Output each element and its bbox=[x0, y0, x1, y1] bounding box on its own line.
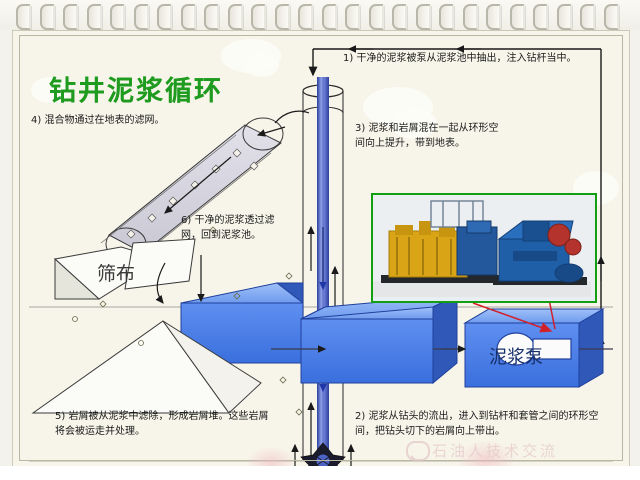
binding-ring bbox=[368, 4, 384, 30]
binding-ring bbox=[392, 4, 407, 30]
mud-tank-center bbox=[300, 294, 458, 385]
binding-ring bbox=[345, 4, 360, 30]
binding-ring bbox=[180, 4, 196, 30]
binding-ring bbox=[415, 4, 431, 30]
binding-ring bbox=[227, 4, 243, 30]
binding-ring bbox=[86, 4, 102, 30]
binding-ring bbox=[556, 4, 572, 30]
binding-ring bbox=[39, 4, 55, 30]
binding-ring bbox=[533, 4, 548, 30]
callout-step-6: 6) 干净的泥浆透过滤网，回到泥浆池。 bbox=[181, 215, 275, 241]
callout-step-3: 3) 泥浆和岩屑混在一起从环形空间向上提升，带到地表。 bbox=[355, 123, 499, 149]
screen-cloth-shape bbox=[53, 238, 196, 300]
binding-ring bbox=[133, 4, 149, 30]
binding-ring bbox=[580, 4, 595, 30]
callout-step-2: 2) 泥浆从钻头的流出，进入到钻杆和套管之间的环形空间，把钻头切下的岩屑向上带出… bbox=[355, 411, 599, 437]
cuttings-pile bbox=[31, 320, 262, 414]
mud-tank-left bbox=[180, 282, 304, 364]
binding-ring bbox=[251, 4, 266, 30]
binding-ring bbox=[274, 4, 290, 30]
callout-step-1: 1) 干净的泥浆被泵从泥浆池中抽出，注入钻杆当中。 bbox=[343, 53, 577, 64]
binding-ring bbox=[110, 4, 125, 30]
callout-step-5: 5) 岩屑被从泥浆中滤除，形成岩屑堆。这些岩屑将会被运走并处理。 bbox=[55, 411, 269, 437]
binding-ring bbox=[298, 4, 313, 30]
spiral-notebook-binding bbox=[0, 0, 640, 30]
label-mud-pump: 泥浆泵 bbox=[489, 347, 543, 368]
callout-step-4: 4) 混合物通过在地表的滤网。 bbox=[31, 115, 165, 126]
page-title: 钻井泥浆循环 bbox=[49, 69, 223, 108]
binding-ring bbox=[157, 4, 172, 30]
binding-ring bbox=[486, 4, 501, 30]
paper-blotch bbox=[391, 109, 437, 139]
binding-ring bbox=[509, 4, 525, 30]
binding-ring bbox=[204, 4, 219, 30]
watermark-text: 石油人技术交流 bbox=[432, 442, 559, 460]
paper-blotch bbox=[31, 77, 71, 103]
slide-canvas: 钻井泥浆循环 4) 混合物通过在地表的滤网。 1) 干净的泥浆被泵从泥浆池中抽出… bbox=[12, 30, 630, 468]
binding-ring bbox=[321, 4, 337, 30]
paper-blotch bbox=[245, 53, 279, 77]
binding-ring bbox=[439, 4, 454, 30]
wechat-icon bbox=[406, 441, 430, 461]
binding-ring bbox=[16, 4, 31, 30]
binding-ring bbox=[63, 4, 78, 30]
mud-pump-photograph bbox=[371, 193, 597, 303]
binding-ring bbox=[603, 4, 619, 30]
pump-icon bbox=[496, 332, 572, 366]
drill-bit-icon bbox=[300, 442, 346, 467]
label-screen-cloth: 筛布 bbox=[97, 263, 136, 285]
mud-circulation-diagram bbox=[29, 45, 613, 467]
binding-ring bbox=[462, 4, 478, 30]
bottom-strip bbox=[0, 466, 640, 480]
